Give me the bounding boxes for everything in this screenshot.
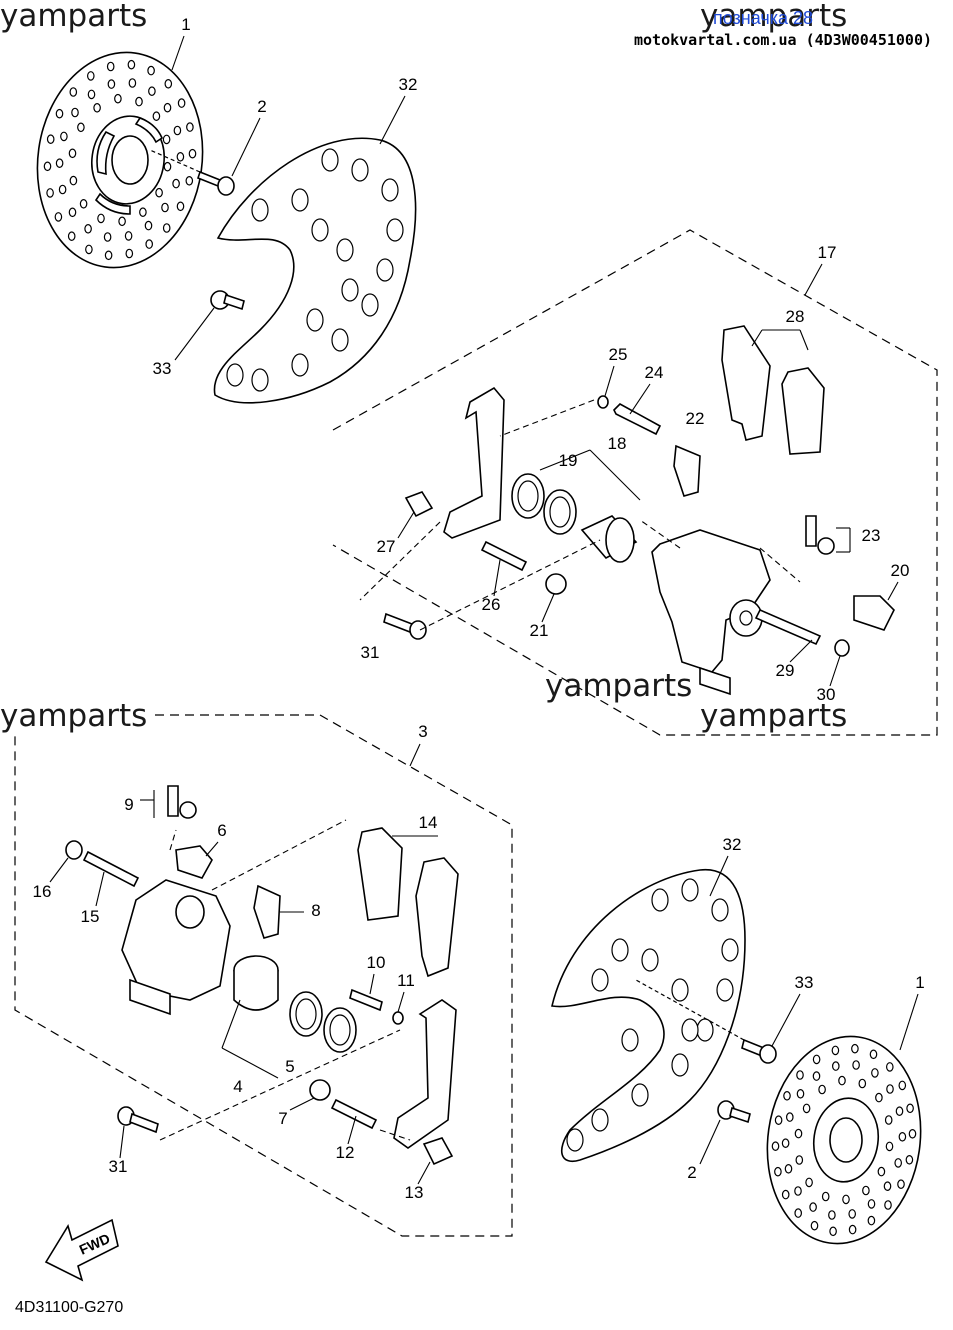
marker-link[interactable]: позначка 28 xyxy=(713,8,813,28)
callout-31-top: 31 xyxy=(361,643,380,662)
disc-bolt-bottom xyxy=(717,1100,751,1124)
guard-bolt-top xyxy=(210,290,245,311)
sleeve-27 xyxy=(404,491,434,518)
pad-pin-10 xyxy=(349,988,383,1012)
bolt-31-top xyxy=(383,612,427,640)
nut-7 xyxy=(309,1079,331,1101)
sleeve-13 xyxy=(422,1137,454,1166)
callout-9: 9 xyxy=(124,795,133,814)
bolt-12 xyxy=(330,1098,378,1130)
callout-5: 5 xyxy=(285,1057,294,1076)
pad-spring-22 xyxy=(673,444,701,497)
callout-8: 8 xyxy=(311,901,320,920)
callout-13: 13 xyxy=(405,1183,424,1202)
bleeder-23 xyxy=(805,515,835,555)
callout-29: 29 xyxy=(776,661,795,680)
callout-22: 22 xyxy=(686,409,705,428)
watermark-bottom-left: yamparts xyxy=(0,698,147,734)
callout-19: 19 xyxy=(559,451,578,470)
callout-32-top: 32 xyxy=(399,75,418,94)
callout-18: 18 xyxy=(608,434,627,453)
callout-28: 28 xyxy=(786,307,805,326)
watermark-top-left: yamparts xyxy=(0,0,147,34)
callout-14: 14 xyxy=(419,813,438,832)
caliper-body-bottom xyxy=(121,879,231,1016)
plug-30 xyxy=(834,639,850,657)
caliper-bracket-top xyxy=(443,386,505,539)
callout-30: 30 xyxy=(817,685,836,704)
watermark-top-right: yamparts xyxy=(700,0,847,34)
callout-25: 25 xyxy=(609,345,628,364)
caliper-body-top xyxy=(651,529,771,696)
assembly-17-outline xyxy=(332,229,938,736)
callout-21: 21 xyxy=(530,621,549,640)
brake-pads-top xyxy=(721,325,825,455)
callout-6: 6 xyxy=(217,821,226,840)
disc-bolt-top xyxy=(197,170,235,196)
callout-11: 11 xyxy=(397,971,415,990)
callout-10: 10 xyxy=(367,953,386,972)
nut-21 xyxy=(545,573,567,595)
pin-15 xyxy=(82,850,140,888)
callout-1-top: 1 xyxy=(181,15,190,34)
callout-7: 7 xyxy=(278,1109,287,1128)
callout-23: 23 xyxy=(862,526,881,545)
bleeder-9 xyxy=(167,785,197,819)
disc-guard-bottom xyxy=(551,869,746,1163)
callout-17: 17 xyxy=(818,243,837,262)
caliper-bracket-bottom xyxy=(393,999,457,1149)
disc-guard-top xyxy=(213,137,417,404)
callout-1-bottom: 1 xyxy=(915,973,924,992)
cap-20 xyxy=(853,595,895,631)
callout-12: 12 xyxy=(336,1143,355,1162)
watermark-mid-1: yamparts xyxy=(545,668,692,704)
brake-disc-top xyxy=(36,51,204,269)
piston-18 xyxy=(580,515,638,563)
cap-6 xyxy=(175,845,213,879)
source-line: motokvartal.com.ua (4D3W00451000) xyxy=(634,31,932,49)
callout-33-top: 33 xyxy=(153,359,172,378)
callout-27: 27 xyxy=(377,537,396,556)
callout-31-bottom: 31 xyxy=(109,1157,128,1176)
callout-15: 15 xyxy=(81,907,100,926)
guard-bolt-bottom xyxy=(741,1038,777,1064)
assembly-3-outline xyxy=(14,714,513,1237)
clip-25 xyxy=(597,395,609,409)
plug-16 xyxy=(65,840,83,860)
callout-26: 26 xyxy=(482,595,501,614)
callout-4: 4 xyxy=(233,1077,242,1096)
pin-29 xyxy=(754,608,822,646)
bolt-31-bottom xyxy=(117,1106,159,1134)
piston-4 xyxy=(233,955,279,1011)
drawing-code: 4D31100-G270 xyxy=(15,1299,123,1316)
callout-20: 20 xyxy=(891,561,910,580)
callout-2-top: 2 xyxy=(257,97,266,116)
callout-33-bottom: 33 xyxy=(795,973,814,992)
callout-16: 16 xyxy=(33,882,52,901)
callout-3: 3 xyxy=(418,722,427,741)
fwd-arrow: FWD xyxy=(44,1218,119,1282)
pad-spring-8 xyxy=(253,884,281,939)
brake-disc-bottom xyxy=(766,1035,922,1245)
callout-24: 24 xyxy=(645,363,664,382)
callout-32-bottom: 32 xyxy=(723,835,742,854)
callout-2-bottom: 2 xyxy=(687,1163,696,1182)
clip-11 xyxy=(392,1011,404,1025)
watermark-mid-2: yamparts xyxy=(700,698,847,734)
pad-pin-24 xyxy=(613,403,662,436)
brake-pads-bottom xyxy=(357,827,459,978)
bolt-26 xyxy=(480,540,528,572)
